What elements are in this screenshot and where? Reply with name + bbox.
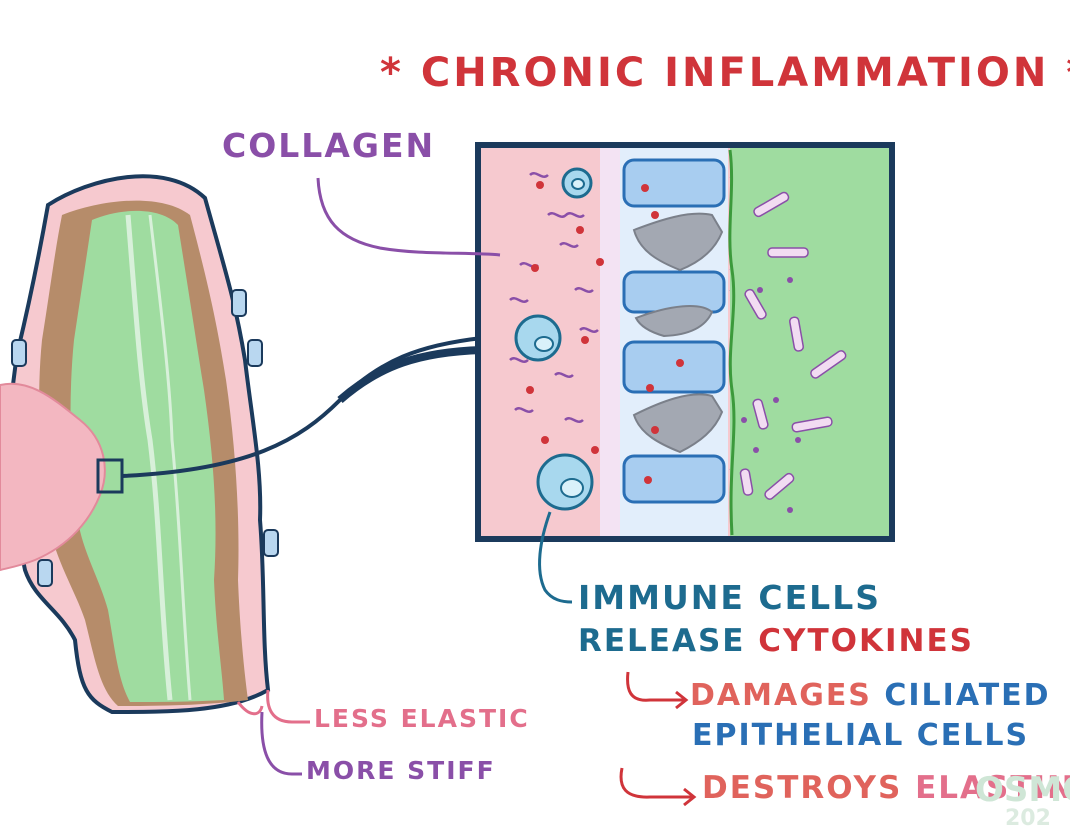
bacterium xyxy=(791,416,833,433)
lung-tissue xyxy=(0,382,106,572)
red-dot xyxy=(651,426,659,434)
basement-band xyxy=(600,145,620,539)
destroy-arrow xyxy=(619,767,692,799)
red-dot xyxy=(581,336,589,344)
cytokines-word: CYTOKINES xyxy=(758,623,974,659)
diagram-title: * CHRONIC INFLAMMATION * xyxy=(380,50,1070,96)
airway-fold-line xyxy=(148,214,192,701)
cartilage-nub xyxy=(37,559,53,587)
purple-dot xyxy=(741,417,747,423)
bacteria xyxy=(739,191,847,500)
ciliated-word: CILIATED xyxy=(884,678,1051,713)
wall-bracket xyxy=(236,701,264,716)
purple-dot xyxy=(787,277,793,283)
damage-arrow xyxy=(626,671,684,702)
purple-dot xyxy=(753,447,759,453)
red-dot xyxy=(646,384,654,392)
purple-dot xyxy=(757,287,763,293)
more-stiff-label: MORE STIFF xyxy=(306,756,496,785)
epithelial-cell xyxy=(622,270,726,314)
watermark-logo: OSMO xyxy=(975,770,1070,810)
epithelial-cell xyxy=(622,454,726,504)
collagen-leader-line xyxy=(316,177,501,257)
cartilage-nub xyxy=(11,339,27,367)
bacterium xyxy=(752,398,769,430)
epithelial-cell xyxy=(622,340,726,394)
elastin-word: ELASTIN xyxy=(915,770,1070,806)
red-dot xyxy=(676,359,684,367)
bacterium xyxy=(764,472,795,500)
red-dot xyxy=(526,386,534,394)
immune-cells-label: IMMUNE CELLS xyxy=(578,578,881,617)
red-dot xyxy=(596,258,604,266)
red-dot xyxy=(644,476,652,484)
destroys-elastin-label: DESTROYS ELASTIN xyxy=(702,770,1070,806)
bacterium xyxy=(789,316,805,352)
purple-dot xyxy=(787,507,793,513)
goblet-cell xyxy=(634,305,714,338)
airway-lumen xyxy=(70,210,224,702)
damages-word: DAMAGES xyxy=(690,678,872,713)
epithelial-cells-label: EPITHELIAL CELLS xyxy=(692,718,1030,753)
release-cytokines-label: RELEASE CYTOKINES xyxy=(578,623,974,659)
destroys-word: DESTROYS xyxy=(702,770,903,806)
zoom-connector xyxy=(121,336,483,478)
less-elastic-label: LESS ELASTIC xyxy=(314,704,530,733)
damages-label: DAMAGES CILIATED xyxy=(690,678,1051,713)
tissue-detail-panel xyxy=(475,142,895,542)
bacterium xyxy=(744,288,767,320)
red-dot xyxy=(641,184,649,192)
purple-dot xyxy=(773,397,779,403)
epithelial-cell xyxy=(622,158,726,208)
more-stiff-leader xyxy=(260,711,302,776)
purple-dot xyxy=(795,437,801,443)
detail-panel-frame xyxy=(475,142,895,542)
goblet-cell xyxy=(632,212,724,272)
immune-cell-nuclei xyxy=(534,178,585,498)
epithelial-surface-line xyxy=(728,149,736,536)
red-dot xyxy=(651,211,659,219)
immune-leader-line xyxy=(538,511,573,604)
red-dot xyxy=(591,446,599,454)
airway-cross-section xyxy=(0,174,279,715)
zoom-connector xyxy=(337,346,483,404)
watermark-year: 202 xyxy=(1005,806,1051,831)
cartilage-nub xyxy=(247,339,263,367)
goblet-cells xyxy=(632,212,724,454)
collagen-label: COLLAGEN xyxy=(222,126,436,165)
cartilage-nub xyxy=(231,289,247,317)
release-word: RELEASE xyxy=(578,623,746,659)
damage-arrow-head xyxy=(675,690,689,710)
red-dot xyxy=(576,226,584,234)
airway-fold-line xyxy=(125,214,173,701)
epithelial-cells xyxy=(622,158,726,504)
red-dot xyxy=(536,181,544,189)
bacterium xyxy=(739,468,754,496)
lumen-region xyxy=(730,145,892,539)
destroy-arrow-head xyxy=(683,787,697,807)
goblet-cell xyxy=(632,393,724,454)
less-elastic-leader xyxy=(266,689,310,724)
red-dot xyxy=(531,264,539,272)
bacterium xyxy=(753,191,790,218)
bacterium xyxy=(810,350,847,379)
cartilage-nub xyxy=(263,529,279,557)
red-dot xyxy=(541,436,549,444)
bacterium xyxy=(767,247,809,258)
